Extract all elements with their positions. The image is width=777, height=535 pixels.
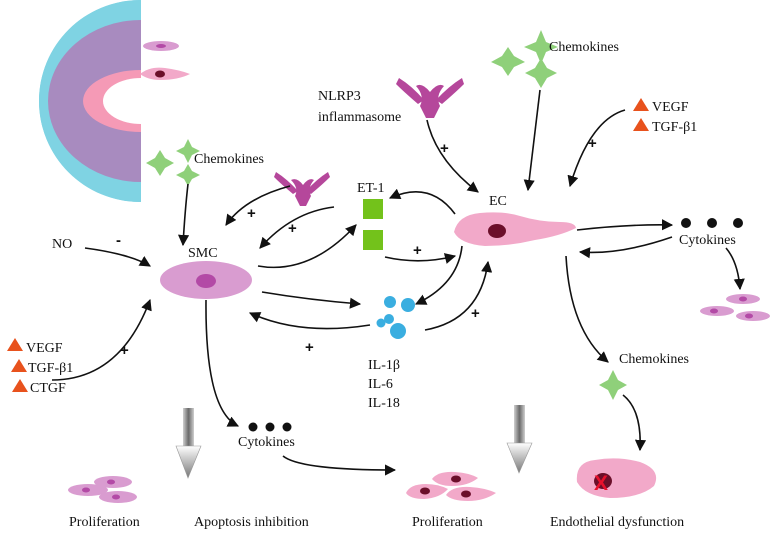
no-inhibition-sign: - bbox=[116, 232, 121, 249]
nlrp3-label-line2: inflammasome bbox=[318, 110, 401, 125]
il1b-label: IL-1β bbox=[368, 358, 400, 373]
cytokines-bottom-label: Cytokines bbox=[238, 435, 295, 450]
vessel-ec-icon bbox=[140, 67, 190, 80]
chemokine-cluster-top bbox=[491, 30, 558, 88]
cytokine-dots-right bbox=[681, 218, 743, 228]
outcome-apoptosis-inhibition: Apoptosis inhibition bbox=[194, 515, 309, 530]
growth-factor-icon bbox=[633, 118, 649, 131]
plus-sign: + bbox=[120, 342, 129, 359]
et1-square bbox=[363, 199, 383, 219]
dysfunction-x-icon: X bbox=[594, 472, 608, 495]
et1-square bbox=[363, 230, 383, 250]
smc-label: SMC bbox=[188, 246, 218, 261]
il6-label: IL-6 bbox=[368, 377, 393, 392]
outcome-proliferation-smc: Proliferation bbox=[69, 515, 140, 530]
plus-sign: + bbox=[305, 339, 314, 356]
ec-cell bbox=[454, 212, 576, 246]
cytokine-dots-bottom bbox=[248, 422, 292, 432]
ec-label: EC bbox=[489, 194, 507, 209]
smc-cluster-right bbox=[700, 294, 770, 321]
chemokines-top-label: Chemokines bbox=[549, 40, 619, 55]
ctgf-left-label: CTGF bbox=[30, 381, 66, 396]
plus-sign: + bbox=[588, 135, 597, 152]
plus-sign: + bbox=[471, 305, 480, 322]
plus-sign: + bbox=[288, 220, 297, 237]
grey-down-arrow bbox=[175, 408, 202, 479]
arrows bbox=[51, 89, 745, 476]
plus-sign: + bbox=[440, 140, 449, 157]
vegf-left-label: VEGF bbox=[26, 341, 63, 356]
cytokines-right-label: Cytokines bbox=[679, 233, 736, 248]
ec-dysfunction-cell: X bbox=[576, 458, 657, 498]
chemokine-cluster-smc bbox=[146, 139, 200, 186]
growth-factor-icon bbox=[12, 379, 28, 392]
chemokines-ec-label: Chemokines bbox=[619, 352, 689, 367]
il18-label: IL-18 bbox=[368, 396, 400, 411]
inflammasome-icon bbox=[396, 78, 464, 118]
growth-factor-icon bbox=[7, 338, 23, 351]
vessel-cross-section bbox=[39, 0, 190, 202]
vegf-right-label: VEGF bbox=[652, 100, 689, 115]
chemokines-smc-label: Chemokines bbox=[194, 152, 264, 167]
tgf-left-label: TGF-β1 bbox=[28, 361, 73, 376]
chemokine-icon bbox=[524, 30, 558, 64]
ec-proliferation-cluster bbox=[406, 471, 496, 501]
chemokine-icon bbox=[599, 370, 627, 400]
ec-nucleus bbox=[488, 224, 506, 238]
et1-label: ET-1 bbox=[357, 181, 384, 196]
smc-proliferation-cluster bbox=[68, 476, 137, 503]
growth-factor-icon bbox=[11, 359, 27, 372]
no-label: NO bbox=[52, 237, 72, 252]
growth-factor-icon bbox=[633, 98, 649, 111]
tgf-right-label: TGF-β1 bbox=[652, 120, 697, 135]
plus-sign: + bbox=[247, 205, 256, 222]
interleukin-cluster bbox=[376, 296, 415, 339]
nlrp3-label-line1: NLRP3 bbox=[318, 89, 361, 104]
plus-sign: + bbox=[413, 242, 422, 259]
outcome-proliferation-ec: Proliferation bbox=[412, 515, 483, 530]
smc-nucleus bbox=[196, 274, 216, 288]
inflammasome-icon-smc bbox=[274, 172, 330, 206]
outcome-endothelial-dysfunction: Endothelial dysfunction bbox=[550, 515, 684, 530]
grey-down-arrow bbox=[506, 405, 533, 474]
